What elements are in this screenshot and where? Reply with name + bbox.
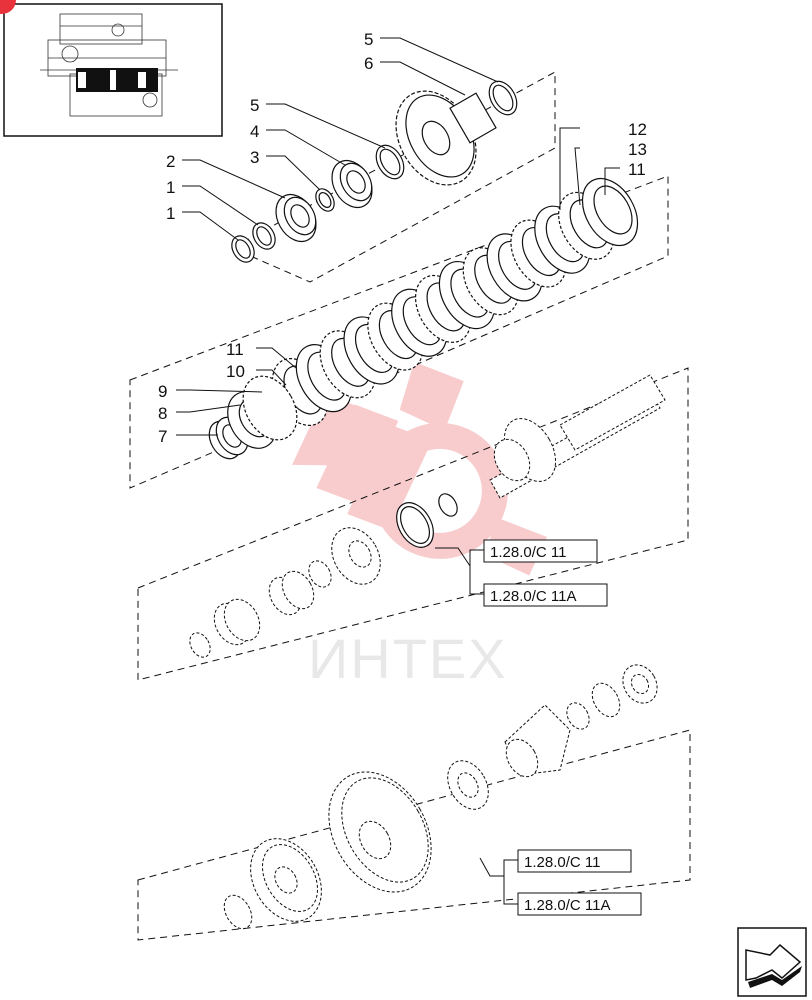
yoke-flange <box>504 704 571 778</box>
snap-ring-5a <box>488 80 518 116</box>
reference-link-upper-1[interactable]: 1.28.0/C 11 <box>483 539 598 563</box>
clutch-plate <box>581 177 639 247</box>
callout-8: 8 <box>158 404 167 423</box>
oring-lower <box>566 702 590 730</box>
callout-12: 12 <box>628 120 647 139</box>
reference-label[interactable]: 1.28.0/C 11A <box>524 897 610 914</box>
reference-link-lower-2[interactable]: 1.28.0/C 11A <box>517 892 642 916</box>
callout-1a: 1 <box>166 178 175 197</box>
callout-2: 2 <box>166 152 175 171</box>
callout-5a: 5 <box>364 30 373 49</box>
bearing-2 <box>275 193 317 243</box>
reference-label[interactable]: 1.28.0/C 11 <box>490 544 566 561</box>
callout-10: 10 <box>226 362 245 381</box>
leader-lines-upper <box>182 37 499 241</box>
circlip-lower <box>223 894 253 930</box>
oring-large <box>396 502 434 548</box>
watermark-text: ИНТЕХ <box>308 627 508 690</box>
callout-7: 7 <box>158 427 167 446</box>
bearing-shaft <box>331 527 381 585</box>
callout-11b: 11 <box>226 340 244 359</box>
callout-1b: 1 <box>166 204 175 223</box>
clutch-plate-stack <box>271 177 639 427</box>
reference-bracket-lower <box>479 857 518 905</box>
sleeve-shaft <box>213 598 261 646</box>
small-gear <box>250 838 322 922</box>
callout-labels: 5 6 5 4 3 2 1 1 12 13 11 11 10 9 8 7 <box>158 30 647 446</box>
group-frame-shaft <box>137 367 689 681</box>
callout-5b: 5 <box>250 96 259 115</box>
callout-3: 3 <box>250 148 259 167</box>
nut <box>622 664 658 704</box>
reference-label[interactable]: 1.28.0/C 11 <box>524 854 600 871</box>
reference-bracket-upper <box>435 547 484 595</box>
snap-ring-small <box>438 493 458 517</box>
callout-9: 9 <box>158 382 167 401</box>
reference-label[interactable]: 1.28.0/C 11A <box>490 588 576 605</box>
bearing-lower <box>447 760 489 810</box>
reference-link-lower-1[interactable]: 1.28.0/C 11 <box>517 849 632 873</box>
group-frame-lower <box>137 729 691 941</box>
input-shaft <box>489 374 666 499</box>
watermark-logo: ИНТЕХ <box>292 361 548 690</box>
needle-bearing <box>268 570 315 616</box>
callout-13: 13 <box>628 140 647 159</box>
leader-lines-clutch <box>176 127 620 436</box>
circlip-shaft <box>189 632 211 658</box>
next-page-button[interactable] <box>737 927 807 997</box>
callout-11a: 11 <box>628 160 646 179</box>
group-frame-clutch <box>129 175 669 489</box>
callout-6: 6 <box>364 54 373 73</box>
callout-4: 4 <box>250 122 259 141</box>
large-gear <box>328 771 432 893</box>
reference-link-upper-2[interactable]: 1.28.0/C 11A <box>483 583 608 607</box>
washer-lower <box>591 682 621 718</box>
bearing-4 <box>331 159 373 209</box>
spacer-ring-3 <box>315 188 335 212</box>
snap-ring-1b <box>252 222 276 250</box>
locator-thumbnail[interactable] <box>3 3 223 137</box>
corner-badge-icon <box>0 0 16 14</box>
snap-ring-1a <box>231 235 255 263</box>
seal-ring <box>308 560 332 588</box>
gear-6 <box>395 90 497 186</box>
next-page-arrow-icon <box>745 943 802 988</box>
